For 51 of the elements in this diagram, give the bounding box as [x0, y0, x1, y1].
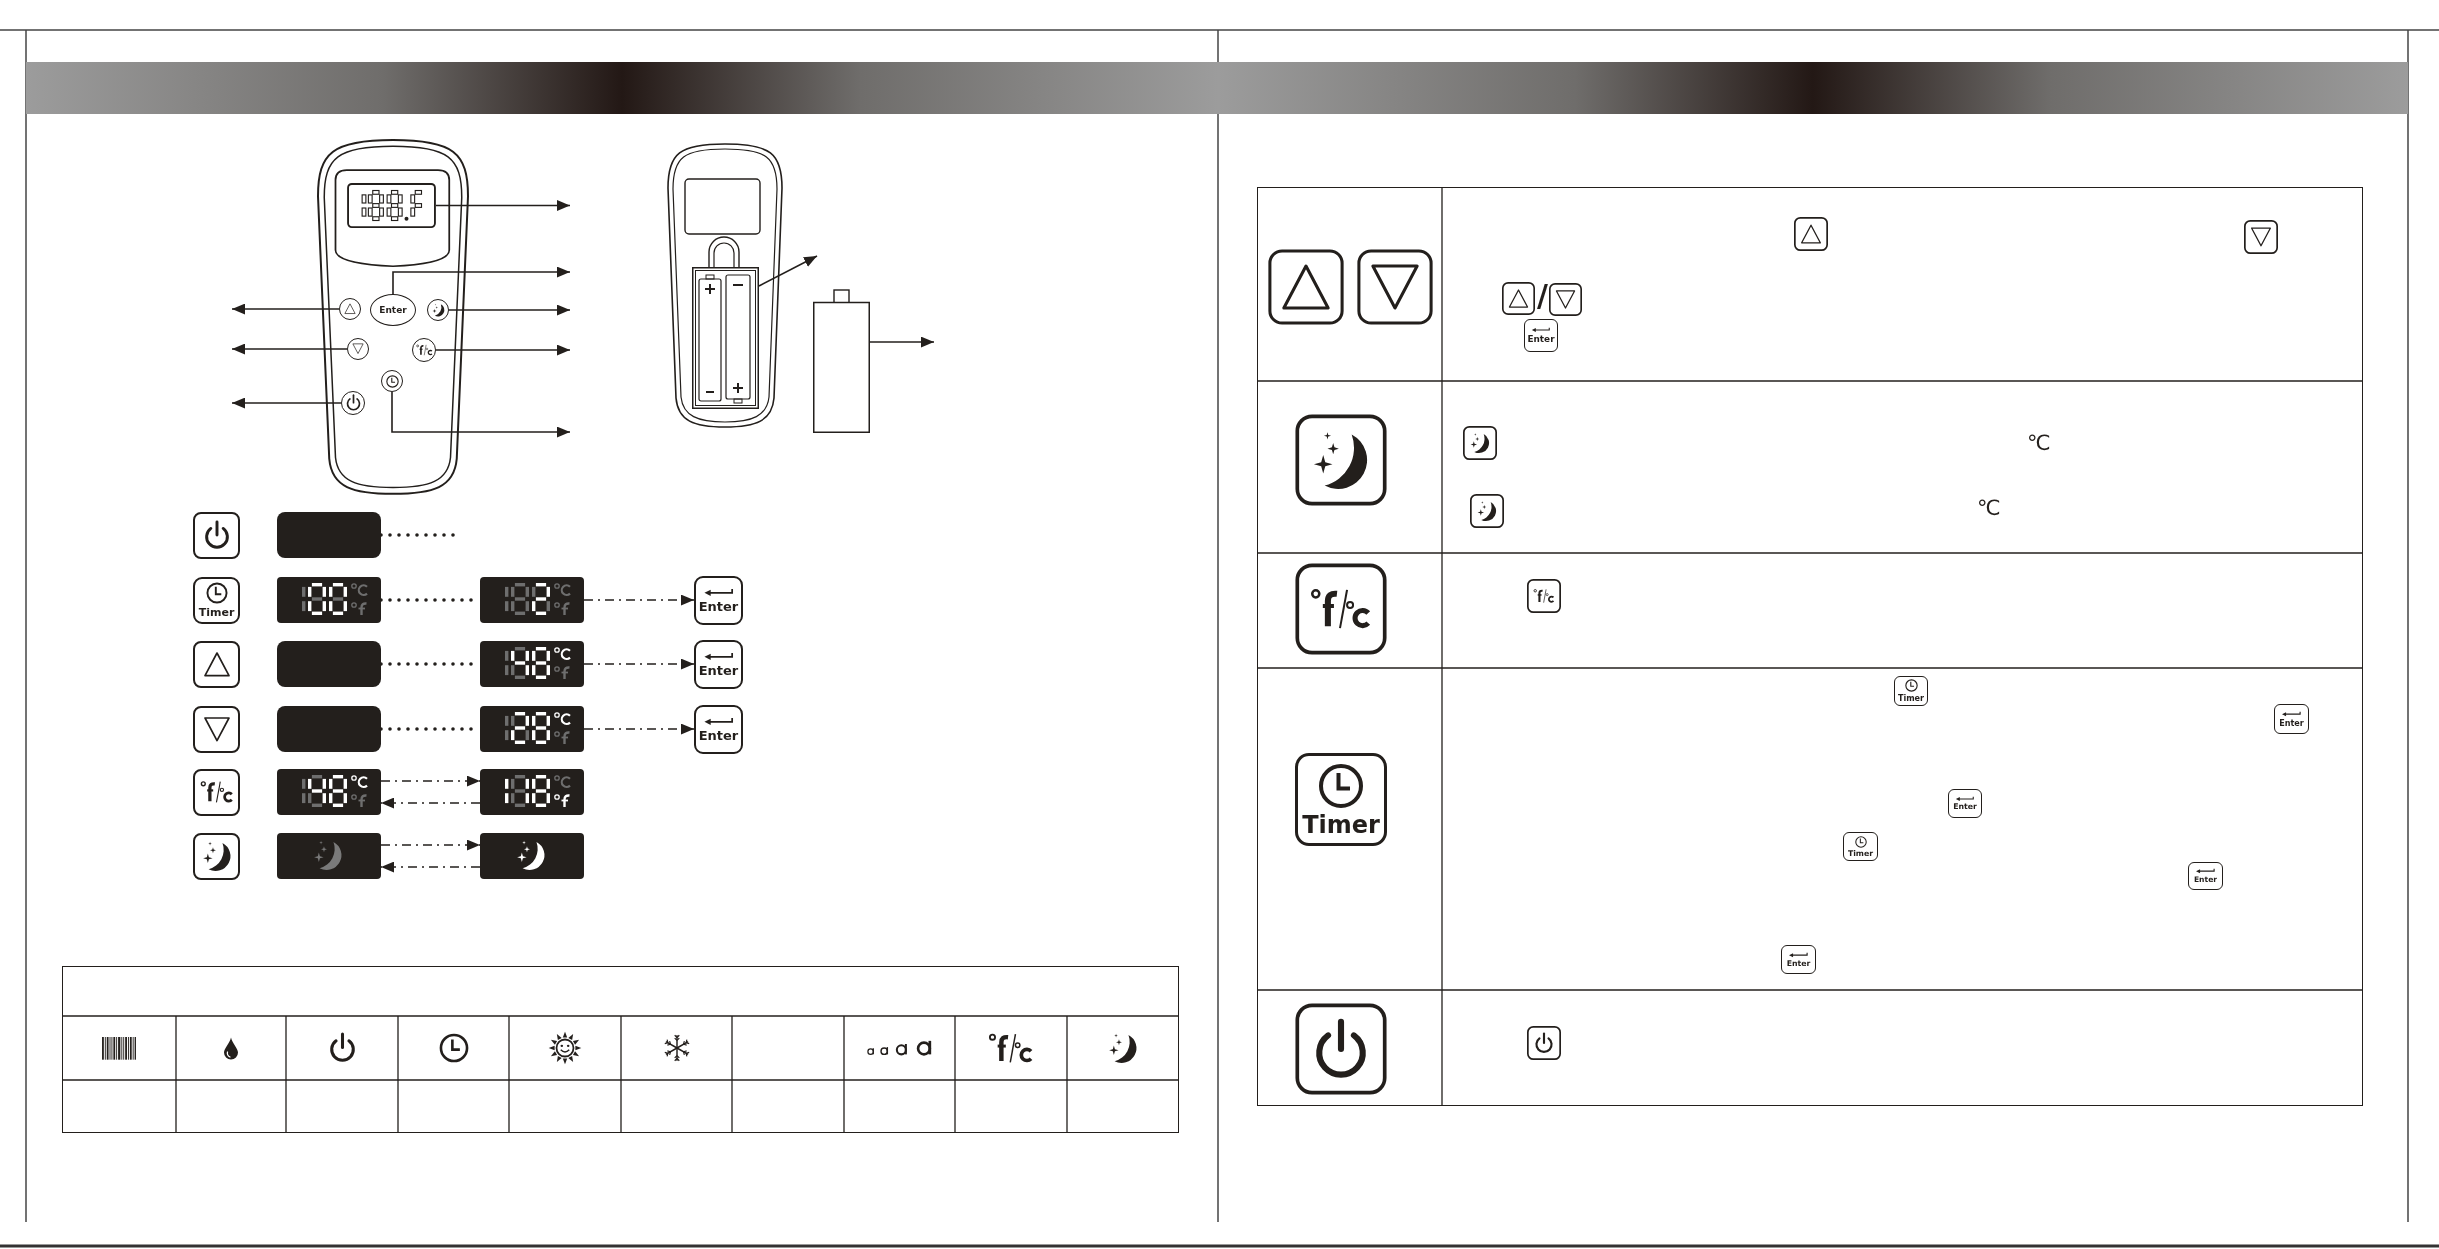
slash-separator: /: [1537, 281, 1548, 311]
display-panel: [277, 706, 381, 752]
key-label: Enter: [698, 728, 739, 742]
display-panel: [480, 833, 584, 879]
unit-symbol: ℃: [1977, 498, 2001, 519]
power-key: [193, 511, 240, 559]
dash-dot-arrow: [380, 775, 481, 787]
leader-arrow: [435, 344, 571, 356]
dash-dot-arrow: [583, 723, 695, 735]
display-panel: [277, 769, 381, 815]
key-label: Enter: [2279, 718, 2304, 727]
dash-dot-arrow: [380, 861, 481, 873]
dash-dot-arrow: [583, 594, 695, 606]
enter-key: [694, 704, 743, 754]
key-label: Enter: [698, 599, 739, 613]
up-key: [193, 640, 240, 688]
dash-dot-arrow: [583, 658, 695, 670]
dash-dot-arrow: [380, 797, 481, 809]
leader-arrow: [231, 343, 348, 355]
unit-key: [193, 768, 240, 816]
leader-arrow: [435, 200, 571, 211]
battery: [813, 289, 870, 433]
display-panel: [277, 577, 381, 623]
display-panel: [277, 512, 381, 558]
battery-compartment: [692, 267, 759, 409]
display-panel: [277, 833, 381, 879]
key-label: Timer: [198, 607, 235, 618]
leader-arrow: [758, 255, 818, 287]
display-panel: [480, 769, 584, 815]
key-label: Enter: [698, 663, 739, 677]
leader-arrow: [392, 266, 571, 295]
leader-arrow: [448, 304, 571, 316]
enter-key: [694, 639, 743, 689]
key-label: Enter: [1527, 334, 1555, 344]
display-panel: [480, 706, 584, 752]
display-panel: [480, 577, 584, 623]
unit-symbol: ℃: [2027, 433, 2051, 454]
leader-arrow: [231, 397, 342, 409]
dash-dot-arrow: [380, 839, 481, 851]
lcd-screen: [347, 183, 436, 228]
leader-arrow: [869, 336, 935, 348]
display-panel: [277, 641, 381, 687]
leader-arrow: [231, 303, 340, 315]
enter-key: [694, 575, 743, 625]
key-label: Timer: [1302, 812, 1380, 837]
down-key: [193, 705, 240, 753]
timer-key: [193, 576, 240, 624]
display-panel: [480, 641, 584, 687]
key-label: Timer: [1897, 694, 1925, 703]
leader-arrow: [391, 391, 571, 438]
sleep-key: [193, 832, 240, 880]
